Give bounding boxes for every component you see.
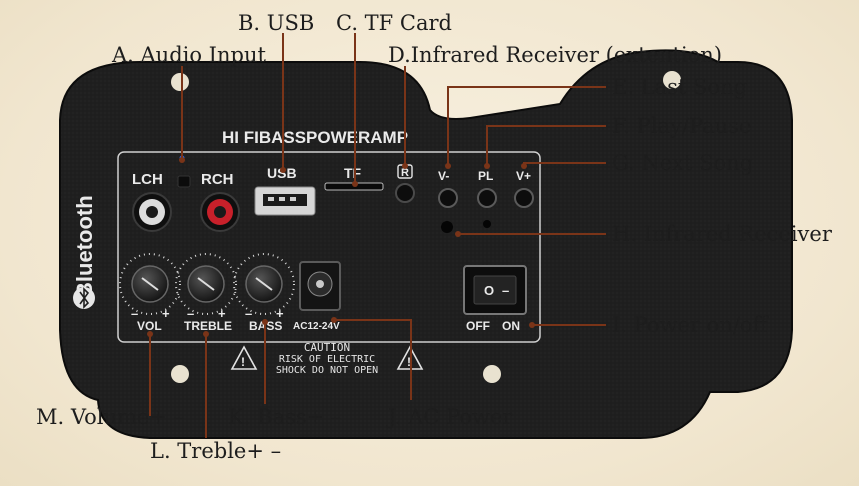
pl-label: PL <box>478 169 493 183</box>
treble-knob[interactable] <box>175 253 237 315</box>
callout-j-ac-power: J. AC Power <box>386 405 513 429</box>
status-led <box>483 220 491 228</box>
bluetooth-side-label: Bluetooth <box>72 195 97 298</box>
dc-voltage-label: AC12-24V <box>293 321 340 332</box>
bass-minus: – <box>245 306 252 321</box>
callout-k-bass: K. Bass+ – <box>228 405 341 429</box>
callout-c-tf-card: C. TF Card <box>336 11 452 35</box>
mounting-hole-bl <box>171 365 189 383</box>
caution-title: CAUTION <box>304 341 350 354</box>
caution-line-2: SHOCK DO NOT OPEN <box>276 365 378 376</box>
callout-d-ir-extension: D.Infrared Receiver (extention) <box>388 43 722 67</box>
rca-jack-left <box>132 192 172 232</box>
svg-text:–: – <box>502 283 509 298</box>
v-plus-label: V+ <box>516 169 531 183</box>
svg-text:!: ! <box>241 355 245 369</box>
treble-plus: + <box>218 306 226 321</box>
treble-minus: – <box>187 306 194 321</box>
vol-label: VOL <box>137 319 162 333</box>
dc-power-jack <box>299 261 341 311</box>
svg-text:!: ! <box>407 355 411 369</box>
audio-input-jack <box>177 175 191 188</box>
infrared-receiver <box>441 221 453 233</box>
callout-g-next-song: G. Next Song <box>612 151 753 175</box>
vol-minus: – <box>131 306 138 321</box>
usb-label: USB <box>267 165 297 181</box>
off-label: OFF <box>466 319 490 333</box>
bass-knob[interactable] <box>233 253 295 315</box>
mounting-hole-tl <box>171 73 189 91</box>
volume-knob[interactable] <box>119 253 181 315</box>
rca-jack-right <box>200 192 240 232</box>
warning-triangle-left-icon: ! <box>230 345 258 370</box>
tf-label: TF <box>344 165 362 181</box>
bass-plus: + <box>276 306 284 321</box>
power-switch[interactable]: O – <box>463 265 527 315</box>
caution-line-1: RISK OF ELECTRIC <box>279 354 375 365</box>
rch-label: RCH <box>201 171 234 188</box>
svg-text:O: O <box>484 283 494 298</box>
svg-text:R: R <box>401 167 409 179</box>
brand-text: HI FIBASSPOWERAMP <box>222 128 408 147</box>
callout-b-usb: B. USB <box>238 11 314 35</box>
on-label: ON <box>502 319 520 333</box>
leader-dots <box>147 157 535 337</box>
mounting-hole-tr <box>663 71 681 89</box>
vol-plus: + <box>162 306 170 321</box>
callout-i-power: I. Power on/off <box>612 313 770 337</box>
bluetooth-icon <box>73 287 95 309</box>
lch-label: LCH <box>132 171 163 188</box>
svg-text:Bluetooth: Bluetooth <box>72 195 97 298</box>
treble-label: TREBLE <box>184 319 232 333</box>
last-song-button[interactable] <box>438 188 458 208</box>
next-song-button[interactable] <box>514 188 534 208</box>
usb-port <box>254 186 316 216</box>
v-minus-label: V- <box>438 169 449 183</box>
mounting-hole-br <box>483 365 501 383</box>
callout-h-infrared-receiver: H. Infrared Receiver <box>612 222 833 246</box>
callout-e-last-song: E. Last Song <box>612 75 747 99</box>
amplifier-panel <box>59 49 793 439</box>
callout-m-volume: M. Volume+ – <box>36 405 184 429</box>
callout-a-audio-input: A. Audio Input <box>111 43 266 67</box>
callout-f-play-pause: F. Play/Pause <box>612 114 751 138</box>
callout-l-treble: L. Treble+ – <box>150 439 281 463</box>
play-pause-button[interactable] <box>477 188 497 208</box>
